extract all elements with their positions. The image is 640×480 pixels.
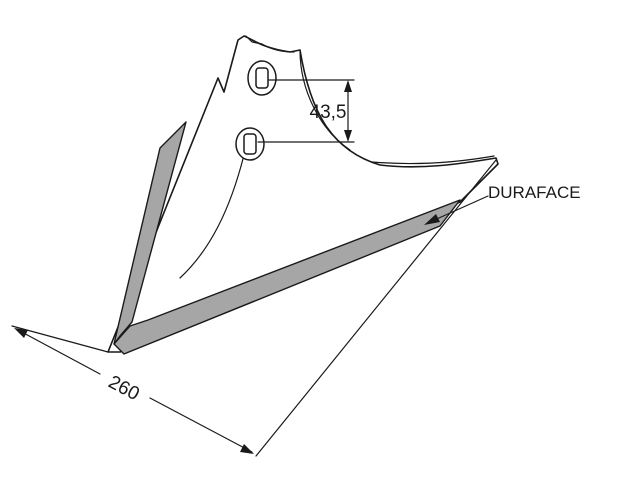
arrowhead-right bbox=[240, 444, 254, 454]
bolt-hole-lower-slot bbox=[243, 133, 257, 155]
callout-arrowhead bbox=[424, 214, 440, 225]
arrowhead-left bbox=[14, 328, 28, 338]
arrowhead-up bbox=[344, 80, 352, 92]
share-body bbox=[107, 35, 499, 353]
width-label: 260 bbox=[105, 372, 143, 405]
bolt-hole-upper-slot bbox=[255, 67, 269, 89]
bolt-holes bbox=[235, 60, 277, 161]
shank-curve-line bbox=[299, 49, 351, 151]
dimension-line-diagonal-a bbox=[17, 329, 101, 375]
hardfacing-strips bbox=[113, 121, 461, 355]
hole-spacing-dimension: 43,5 bbox=[257, 79, 355, 143]
duraface-callout: DURAFACE bbox=[424, 183, 581, 225]
shank-notch bbox=[245, 35, 295, 53]
hardfacing-bottom-strip bbox=[113, 199, 461, 355]
wing-top-edge bbox=[371, 155, 495, 165]
hardfacing-left-strip bbox=[113, 121, 187, 345]
dimension-line-diagonal-b bbox=[149, 397, 253, 453]
extension-line-left bbox=[11, 325, 109, 353]
hole-spacing-label: 43,5 bbox=[310, 102, 347, 123]
arrowhead-down bbox=[344, 130, 352, 142]
blade-curve-line bbox=[179, 154, 245, 279]
callout-leader-line bbox=[429, 195, 489, 223]
extension-line-right bbox=[255, 159, 497, 457]
duraface-label: DURAFACE bbox=[488, 183, 581, 202]
